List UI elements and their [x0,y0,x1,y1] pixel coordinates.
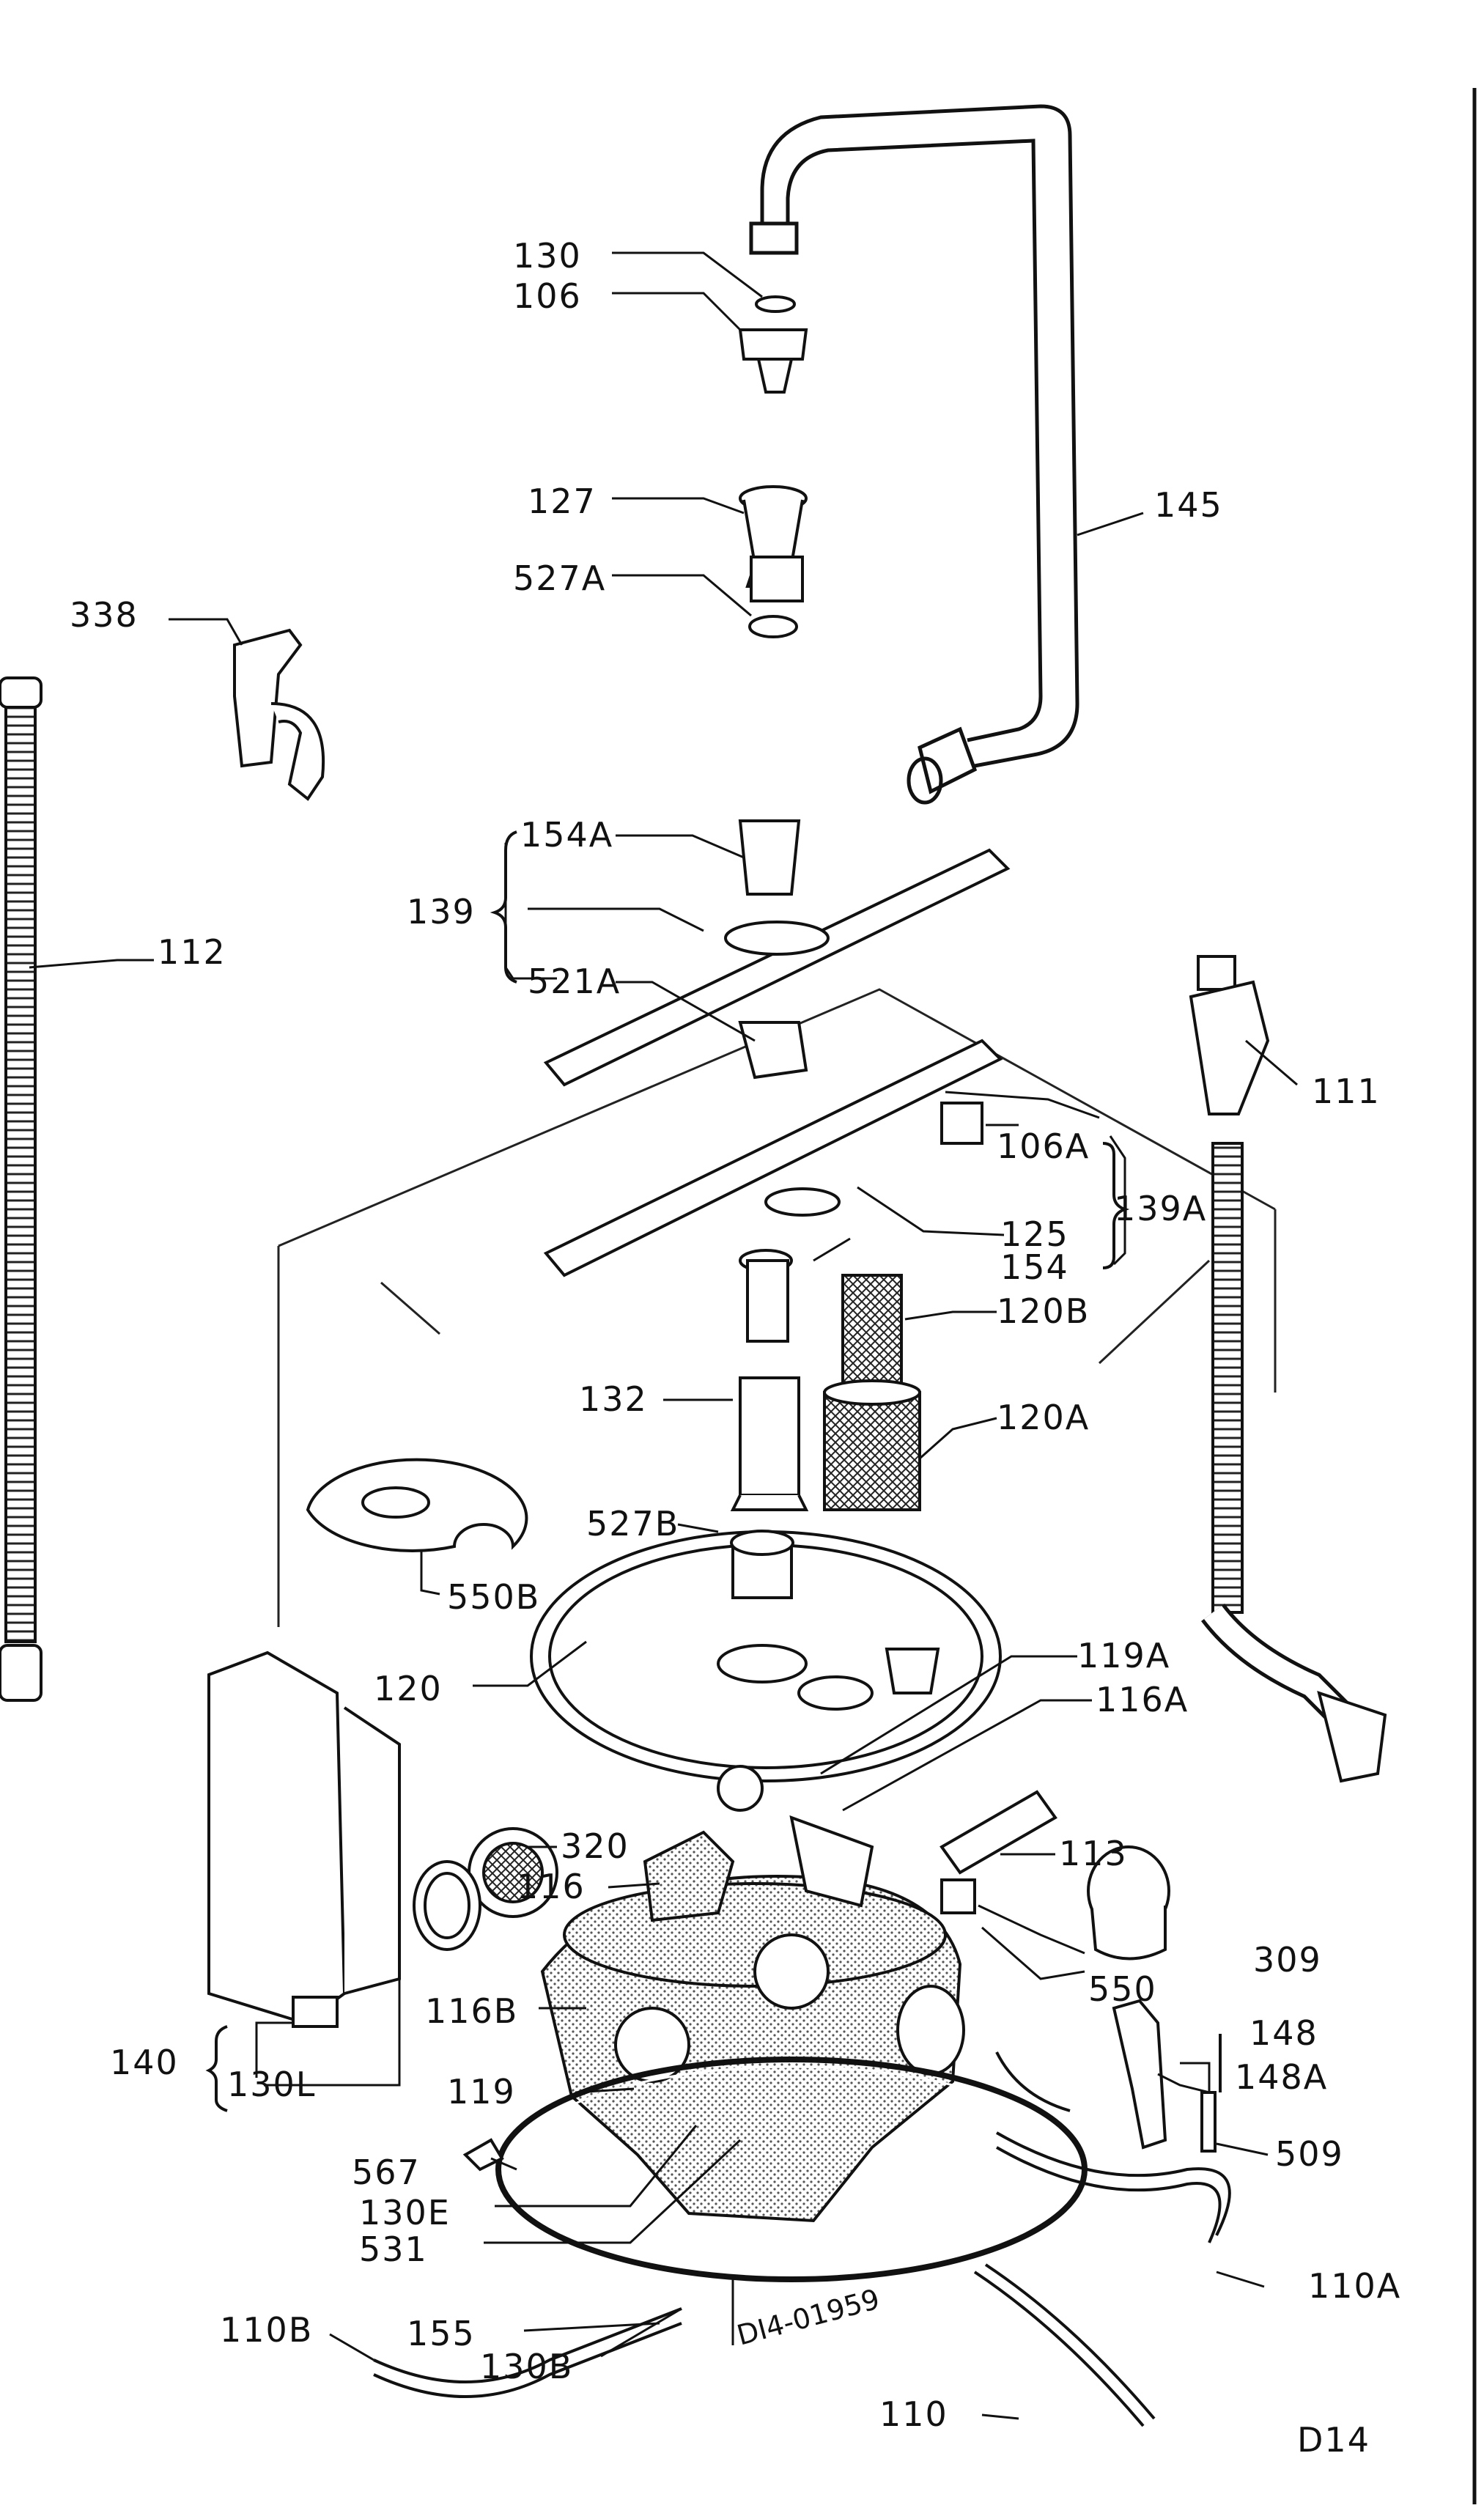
label-106a: 106A [997,1126,1090,1166]
label-130e: 130E [359,2193,451,2232]
tub-outline [277,988,1277,1627]
label-567: 567 [352,2153,421,2192]
label-139a: 139A [1114,1189,1207,1228]
label-116a: 116A [1096,1680,1189,1719]
label-154: 154 [1000,1247,1069,1287]
label-119a: 119A [1077,1636,1170,1675]
label-113: 113 [1059,1834,1128,1873]
nozzle-stack [738,295,808,638]
label-145: 145 [1154,485,1223,525]
label-309: 309 [1253,1940,1322,1980]
bracket-and-pin [1112,1999,1217,2153]
label-527b: 527B [586,1504,679,1543]
label-139: 139 [407,892,476,932]
upper-spray-pipe [749,104,1079,805]
label-106: 106 [513,276,582,316]
label-527a: 527A [513,558,606,598]
stamp-text: DI4-01959 [734,2283,883,2352]
lower-spray-arm [543,1039,1003,1277]
label-130l: 130L [227,2065,316,2104]
leader-lines [29,251,1298,2420]
label-112: 112 [158,932,226,972]
label-110: 110 [879,2394,948,2434]
left-corrugated-hose [0,676,43,1702]
label-110a: 110A [1308,2266,1401,2306]
label-127: 127 [528,482,597,521]
label-509: 509 [1275,2134,1344,2174]
bracket-139a [1102,1142,1130,1269]
label-338: 338 [70,595,139,635]
label-130b: 130B [480,2347,573,2386]
right-small-parts [940,1790,1170,1961]
label-132: 132 [579,1379,648,1419]
label-110b: 110B [220,2310,313,2350]
label-119: 119 [447,2072,516,2111]
label-111: 111 [1312,1072,1381,1111]
filter-cylinders [823,1274,921,1511]
label-521a: 521A [528,962,621,1001]
label-550b: 550B [447,1577,540,1617]
label-320: 320 [561,1826,630,1866]
label-116: 116 [517,1867,586,1906]
central-tubes [730,1249,809,1511]
label-125: 125 [1000,1214,1069,1254]
bracket-140 [205,2025,228,2112]
upper-spray-arm [543,819,1011,1087]
right-hose [1189,955,1387,1783]
label-120b: 120B [997,1291,1090,1331]
bracket-139 [490,830,517,984]
label-130: 130 [513,236,582,276]
label-155: 155 [407,2314,476,2353]
label-148: 148 [1249,2013,1318,2053]
label-140: 140 [110,2043,179,2082]
label-120a: 120A [997,1398,1090,1437]
label-120: 120 [374,1669,443,1708]
drain-hoses [373,2051,1231,2427]
sump-housing [540,1765,965,2223]
water-softener [207,1651,401,2028]
label-154a: 154A [520,815,613,855]
label-116b: 116B [425,1991,518,2031]
sheet-code: D14 [1297,2420,1370,2460]
label-148a: 148A [1235,2057,1328,2097]
flat-filter-plate [530,1530,1002,1782]
seal-rings [413,1827,558,1951]
small-clip [462,2138,504,2172]
label-550: 550 [1088,1969,1157,2009]
clip-part [233,628,325,801]
label-531: 531 [359,2229,428,2269]
perforated-disc [306,1458,528,1552]
